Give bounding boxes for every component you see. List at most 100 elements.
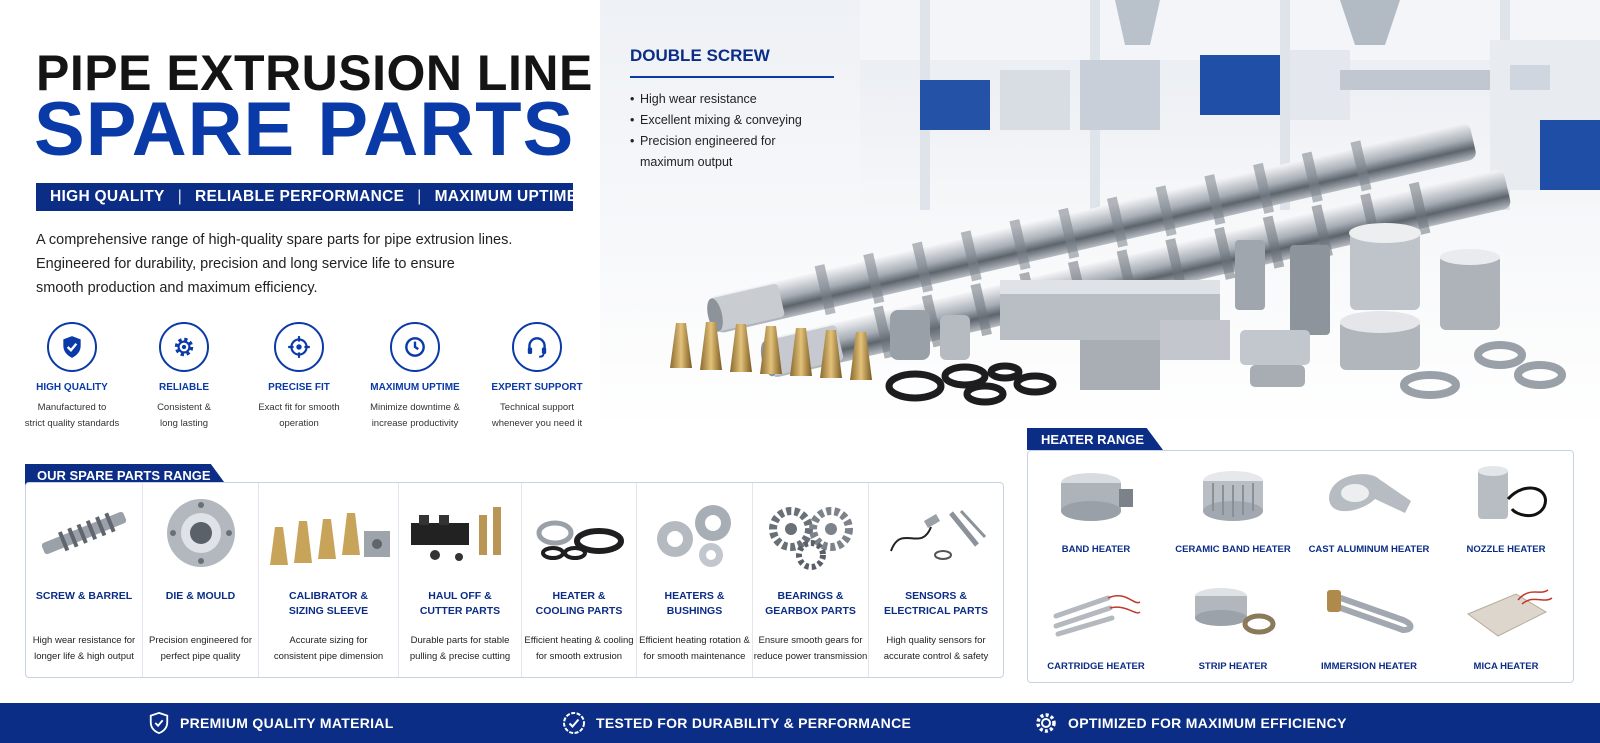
range-item-screw-barrel[interactable]: SCREW & BARREL High wear resistance for … [26,483,142,677]
feature-desc-line: strict quality standards [24,418,120,429]
range-item-desc-line: Durable parts for stable [410,635,510,646]
feature-title: RELIABLE [159,382,209,393]
feature-high-quality: HIGH QUALITY Manufactured to strict qual… [12,322,132,432]
range-item-desc-line: for smooth maintenance [643,651,746,662]
range-grid: SCREW & BARREL High wear resistance for … [25,482,1004,678]
shield-check-icon [149,711,169,735]
heater-item-mica[interactable]: MICA HEATER [1438,568,1574,684]
range-item-heater-cooling[interactable]: HEATER & COOLING PARTS Efficient heating… [521,483,636,677]
heater-range-title: HEATER RANGE [1027,428,1163,450]
immersion-heater-image [1327,590,1414,633]
bullet-item: High wear resistance [630,89,802,110]
heater-item-cast-aluminum[interactable]: CAST ALUMINUM HEATER [1301,451,1437,567]
feature-precise-fit: PRECISE FIT Exact fit for smooth operati… [239,322,359,432]
heater-item-band[interactable]: BAND HEATER [1028,451,1164,567]
feature-desc-line: whenever you need it [491,418,583,429]
tagline-item: MAXIMUM UPTIME [434,188,578,205]
heater-item-immersion[interactable]: IMMERSION HEATER [1301,568,1437,684]
range-item-name-line: HEATER & [552,590,606,602]
heater-item-name: CAST ALUMINUM HEATER [1308,544,1430,555]
feature-title: MAXIMUM UPTIME [370,382,460,393]
screw-barrel-image [41,511,127,555]
range-item-desc: Accurate sizing for consistent pipe dime… [259,633,398,665]
range-item-heaters-bushings[interactable]: HEATERS & BUSHINGS Efficient heating rot… [636,483,752,677]
footer-bar: PREMIUM QUALITY MATERIAL TESTED FOR DURA… [0,703,1600,743]
headset-icon [512,322,562,372]
range-item-name: HEATER & COOLING PARTS [522,589,636,619]
range-item-name-line: SENSORS & [905,590,967,602]
range-item-name: CALIBRATOR & SIZING SLEEVE [259,589,398,619]
range-item-bearings-gearbox[interactable]: BEARINGS & GEARBOX PARTS Ensure smooth g… [752,483,868,677]
range-item-die-mould[interactable]: DIE & MOULD Precision engineered for per… [142,483,258,677]
range-item-desc: Efficient heating & cooling for smooth e… [522,633,636,665]
heater-item-strip[interactable]: STRIP HEATER [1165,568,1301,684]
range-item-sensors-electrical[interactable]: SENSORS & ELECTRICAL PARTS High quality … [868,483,1003,677]
feature-desc: Minimize downtime & increase productivit… [355,400,475,432]
footer-label: OPTIMIZED FOR MAXIMUM EFFICIENCY [1068,715,1347,731]
heater-item-name: IMMERSION HEATER [1321,661,1417,672]
range-item-calibrator[interactable]: CALIBRATOR & SIZING SLEEVE Accurate sizi… [258,483,398,677]
range-item-name-line: DIE & MOULD [165,590,236,602]
feature-desc-line: long lasting [159,418,209,429]
double-screw-title: DOUBLE SCREW [630,46,770,65]
band-heater-image [1061,473,1133,521]
feature-expert-support: EXPERT SUPPORT Technical support wheneve… [477,322,597,432]
intro-text: A comprehensive range of high-quality sp… [36,228,556,300]
range-item-name: SENSORS & ELECTRICAL PARTS [869,589,1003,619]
intro-line: smooth production and maximum efficiency… [36,280,318,296]
tagline-bar: HIGH QUALITY | RELIABLE PERFORMANCE | MA… [36,183,577,211]
footer-item-tested: TESTED FOR DURABILITY & PERFORMANCE [562,703,911,743]
heater-item-ceramic-band[interactable]: CERAMIC BAND HEATER [1165,451,1301,567]
heater-item-cartridge[interactable]: CARTRIDGE HEATER [1028,568,1164,684]
footer-label: TESTED FOR DURABILITY & PERFORMANCE [596,715,912,731]
range-item-desc-line: consistent pipe dimension [273,651,384,662]
cartridge-heater-image [1053,595,1141,637]
range-item-desc-line: pulling & precise cutting [409,651,511,662]
badge-check-icon [563,712,585,734]
range-item-desc-line: longer life & high output [34,651,134,662]
bullet-text: maximum output [640,155,733,169]
gear-icon [159,322,209,372]
range-item-name: HAUL OFF & CUTTER PARTS [399,589,521,619]
range-item-name: BEARINGS & GEARBOX PARTS [753,589,868,619]
shield-check-icon [47,322,97,372]
feature-desc-line: operation [279,418,319,429]
range-item-name-line: BUSHINGS [666,605,723,617]
mica-heater-image [1466,589,1553,637]
feature-desc-line: Consistent & [157,402,211,413]
range-item-desc: Efficient heating rotation & for smooth … [637,633,752,665]
range-item-desc: Durable parts for stable pulling & preci… [399,633,521,665]
heater-item-nozzle[interactable]: NOZZLE HEATER [1438,451,1574,567]
heater-item-name: BAND HEATER [1061,544,1131,555]
double-screw-bullets: High wear resistance Excellent mixing & … [630,89,802,173]
range-item-name: HEATERS & BUSHINGS [637,589,752,619]
tagline-item: RELIABLE PERFORMANCE [195,188,405,205]
range-item-name-line: SCREW & BARREL [35,590,133,602]
page-title-line1: PIPE EXTRUSION LINE [36,45,593,101]
range-item-desc-line: Efficient heating rotation & [639,635,750,646]
cast-aluminum-heater-image [1329,474,1411,513]
feature-desc: Exact fit for smooth operation [239,400,359,432]
page-title-line2: SPARE PARTS [34,87,575,172]
range-item-name-line: CALIBRATOR & [289,590,368,602]
range-item-desc: High quality sensors for accurate contro… [869,633,1003,665]
strip-heater-image [1195,588,1276,635]
heater-range-grid: BAND HEATER CERAMIC BAND HEATER CAST ALU… [1027,450,1574,683]
heater-item-name: STRIP HEATER [1198,661,1268,672]
bearing-image [656,505,731,567]
calibrator-image [269,513,390,565]
bullet-text: Precision engineered for [640,134,776,148]
range-item-name-line: HEATERS & [664,590,725,602]
range-item-desc-line: perfect pipe quality [160,651,241,662]
range-item-desc-line: reduce power transmission [753,651,868,662]
feature-desc-line: Exact fit for smooth [258,402,340,413]
range-item-name-line: COOLING PARTS [535,605,623,617]
range-item-haul-off[interactable]: HAUL OFF & CUTTER PARTS Durable parts fo… [398,483,521,677]
feature-desc-line: Manufactured to [37,402,107,413]
range-item-desc: Ensure smooth gears for reduce power tra… [753,633,868,665]
range-item-name-line: HAUL OFF & [428,590,492,602]
bullet-item: Precision engineered for maximum output [630,131,802,173]
feature-desc: Manufactured to strict quality standards [12,400,132,432]
heater-item-name: CERAMIC BAND HEATER [1175,544,1291,555]
